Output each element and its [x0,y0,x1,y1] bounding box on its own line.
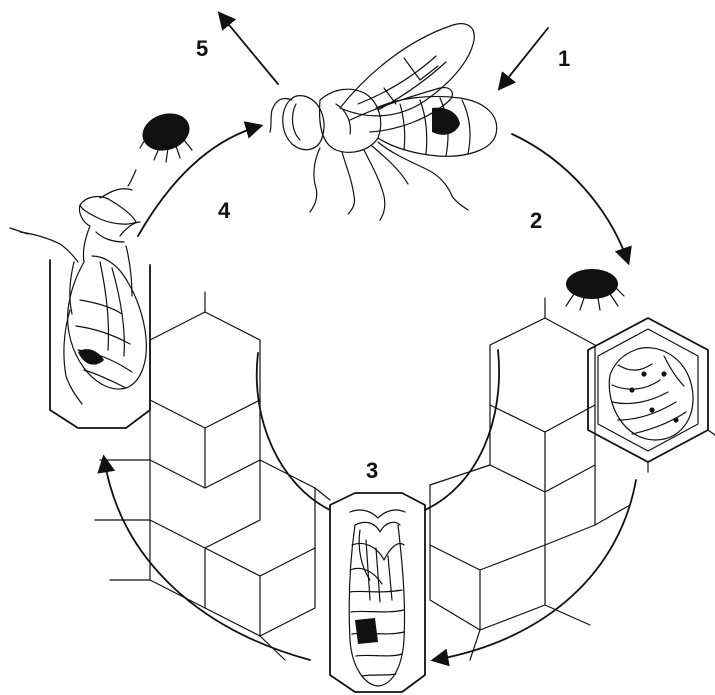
arrow-5 [220,14,278,84]
arrow-3 [434,480,636,660]
varroa-mite-icon [566,269,624,310]
step-label-4: 4 [218,198,231,223]
adult-bee-icon [270,24,497,220]
honeycomb-right [430,298,630,660]
step-label-5: 5 [196,36,208,61]
capped-pupa-cell [330,493,425,692]
honeycomb-left [95,292,330,660]
capped-pupa-icon [349,510,405,686]
arrow-1 [500,28,548,88]
varroa-mite-icon [138,107,195,162]
emerging-bee-cell [10,170,150,428]
step-label-1: 1 [558,46,570,71]
arrow-2 [512,134,628,262]
larva-icon [609,348,693,440]
step-label-3: 3 [366,458,378,483]
arrow-3b [104,458,310,660]
step-label-2: 2 [530,208,542,233]
larva-cell [588,318,715,472]
emerging-bee-icon [10,170,146,404]
